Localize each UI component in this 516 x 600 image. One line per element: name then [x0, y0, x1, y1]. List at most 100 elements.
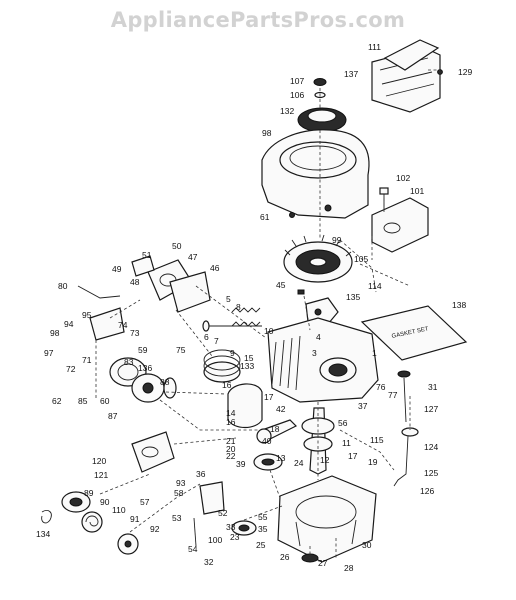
- callout-37: 37: [358, 401, 368, 411]
- primer-bulb[interactable]: [131, 373, 165, 403]
- callout-24: 24: [294, 458, 304, 468]
- callout-92: 92: [150, 524, 160, 534]
- flywheel-key[interactable]: [297, 289, 305, 295]
- gasket-set[interactable]: GASKET SET: [360, 305, 468, 361]
- callout-127: 127: [424, 404, 438, 414]
- callout-42: 42: [276, 404, 286, 414]
- callout-125: 125: [424, 468, 438, 478]
- dipstick[interactable]: [397, 370, 411, 423]
- callout-36: 36: [196, 469, 206, 479]
- starter-cup[interactable]: [61, 491, 91, 513]
- callout-58: 58: [174, 488, 184, 498]
- starter-pulley[interactable]: [117, 533, 139, 555]
- blower-housing[interactable]: [261, 129, 370, 219]
- callout-28: 28: [344, 563, 354, 573]
- callout-17: 17: [264, 392, 274, 402]
- assembly-guides: [95, 69, 440, 558]
- callout-48: 48: [130, 277, 140, 287]
- callout-93: 93: [176, 478, 186, 488]
- side-muffler[interactable]: [131, 431, 175, 473]
- callout-51: 51: [142, 250, 152, 260]
- callout-75: 75: [176, 345, 186, 355]
- callout-126: 126: [420, 486, 434, 496]
- callout-45: 45: [276, 280, 286, 290]
- callout-5: 5: [226, 294, 231, 304]
- callout-52: 52: [218, 508, 228, 518]
- callout-47: 47: [188, 252, 198, 262]
- callout-22: 22: [226, 451, 236, 461]
- muffler[interactable]: [371, 197, 429, 253]
- callout-83: 83: [124, 357, 134, 367]
- callout-80: 80: [58, 281, 68, 291]
- cylinder-block[interactable]: [267, 317, 379, 403]
- callout-53: 53: [172, 513, 182, 523]
- valve-spring-2[interactable]: [231, 321, 261, 327]
- engine-base-sump[interactable]: [277, 475, 377, 563]
- callout-101: 101: [410, 186, 424, 196]
- connecting-rod[interactable]: [256, 419, 298, 444]
- callout-16: 16: [222, 380, 232, 390]
- callout-87: 87: [108, 411, 118, 421]
- callout-120: 120: [92, 456, 106, 466]
- flywheel[interactable]: [283, 234, 353, 283]
- callout-99: 99: [332, 235, 342, 245]
- callout-20: 20: [226, 444, 236, 454]
- callout-107: 107: [290, 76, 304, 86]
- callout-106: 106: [290, 90, 304, 100]
- starter-clip[interactable]: [41, 509, 52, 524]
- piston[interactable]: [227, 383, 263, 429]
- callout-15: 15: [244, 353, 254, 363]
- callout-100: 100: [208, 535, 222, 545]
- callout-7: 7: [214, 336, 219, 346]
- choke-plate[interactable]: [131, 255, 155, 277]
- callout-124: 124: [424, 442, 438, 452]
- callout-71: 71: [82, 355, 92, 365]
- carburetor-bracket[interactable]: [89, 307, 125, 341]
- camshaft-gear[interactable]: [253, 453, 283, 471]
- callout-91: 91: [130, 514, 140, 524]
- callout-40: 40: [262, 436, 272, 446]
- callout-77: 77: [388, 390, 398, 400]
- cover-top-plate[interactable]: [383, 39, 440, 71]
- callout-26: 26: [280, 552, 290, 562]
- callout-137: 137: [344, 69, 358, 79]
- callout-114: 114: [368, 281, 382, 291]
- callout-85: 85: [78, 396, 88, 406]
- carburetor-body[interactable]: [169, 271, 211, 313]
- callout-50: 50: [172, 241, 182, 251]
- governor-bracket[interactable]: [199, 481, 225, 515]
- recoil-spring[interactable]: [81, 511, 103, 533]
- throttle-link[interactable]: [77, 285, 121, 299]
- carburetor-float[interactable]: [163, 377, 177, 399]
- nut[interactable]: [313, 78, 327, 86]
- callout-90: 90: [100, 497, 110, 507]
- callout-14: 14: [226, 408, 236, 418]
- callout-111: 111: [368, 42, 381, 52]
- callout-89: 89: [84, 488, 94, 498]
- valve-stem[interactable]: [202, 320, 262, 332]
- site-watermark: AppliancePartsPros.com: [110, 8, 406, 32]
- callout-98: 98: [262, 128, 272, 138]
- callout-129: 129: [458, 67, 472, 77]
- callout-134: 134: [36, 529, 50, 539]
- governor-assembly[interactable]: [231, 520, 257, 536]
- callout-94: 94: [64, 319, 74, 329]
- callout-102: 102: [396, 173, 410, 183]
- air-filter-element[interactable]: [297, 107, 347, 133]
- callout-136: 136: [138, 363, 152, 373]
- callout-8: 8: [236, 302, 241, 312]
- callout-121: 121: [94, 470, 108, 480]
- callout-62: 62: [52, 396, 62, 406]
- governor-shaft[interactable]: [193, 517, 197, 547]
- callout-56: 56: [338, 418, 348, 428]
- callout-88: 88: [160, 377, 170, 387]
- dipstick-tube[interactable]: [393, 427, 419, 487]
- callout-31: 31: [428, 382, 438, 392]
- callout-3: 3: [312, 348, 317, 358]
- housing-screw[interactable]: [289, 212, 295, 218]
- callout-16b: 16: [226, 417, 236, 427]
- callout-54: 54: [188, 544, 198, 554]
- valve-spring-1[interactable]: [231, 307, 261, 313]
- piston-rings[interactable]: [203, 349, 241, 383]
- callout-46: 46: [210, 263, 220, 273]
